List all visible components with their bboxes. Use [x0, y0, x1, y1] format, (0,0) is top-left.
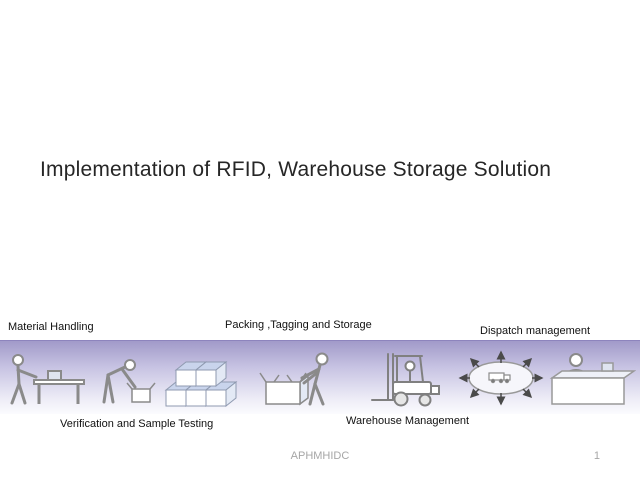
slide-title: Implementation of RFID, Warehouse Storag…: [40, 158, 552, 181]
label-verification-sample-testing: Verification and Sample Testing: [60, 418, 214, 430]
box-stack-illustration: [164, 360, 238, 408]
distribution-illustration: [458, 350, 544, 406]
footer-text: APHMHIDC: [290, 450, 350, 462]
label-packing-tagging-storage: Packing ,Tagging and Storage: [225, 319, 372, 331]
slide-number: 1: [593, 450, 600, 462]
label-material-handling: Material Handling: [8, 321, 94, 333]
label-warehouse-management: Warehouse Management: [346, 415, 470, 427]
forklift-illustration: [371, 353, 440, 407]
verification-sample-testing-illustration: [102, 359, 156, 404]
packing-illustration: [259, 352, 329, 406]
dispatch-desk-illustration: [549, 353, 636, 405]
material-handling-illustration: [10, 354, 85, 405]
label-dispatch-management: Dispatch management: [480, 325, 591, 337]
banner-strip: [0, 340, 640, 414]
